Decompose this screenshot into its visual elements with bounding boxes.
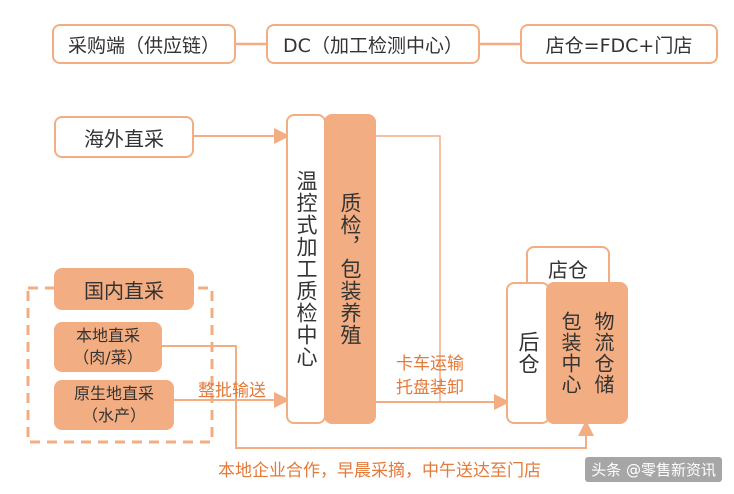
overseas-box: 海外直采 bbox=[54, 116, 194, 158]
procurement-box: 采购端（供应链） bbox=[52, 24, 236, 64]
domestic-box: 国内直采 bbox=[54, 268, 194, 310]
local-box: 本地直采 （肉/菜） bbox=[54, 322, 162, 372]
processing-center-box: 温控式加工质检中心 bbox=[286, 114, 326, 424]
back-warehouse-box: 后仓 bbox=[506, 282, 550, 424]
dc-box: DC（加工检测中心） bbox=[266, 24, 480, 64]
dc-top-path bbox=[376, 135, 441, 402]
packing-center-label: 包装中心 bbox=[558, 311, 582, 395]
local-cooperation-label: 本地企业合作，早晨采摘，中午送达至门店 bbox=[218, 461, 541, 481]
truck-transport-label: 卡车运输 托盘装卸 bbox=[396, 354, 464, 398]
logistics-label: 物流仓储 bbox=[591, 311, 615, 395]
origin-box: 原生地直采 （水产） bbox=[54, 380, 174, 430]
store-warehouse-box: 店仓=FDC+门店 bbox=[520, 24, 718, 64]
bulk-transport-label: 整批输送 bbox=[198, 381, 266, 401]
inspection-box: 质检，包装养殖 bbox=[324, 114, 376, 424]
watermark: 头条 @零售新资讯 bbox=[585, 457, 722, 482]
store-center-box: 包装中心 物流仓储 bbox=[546, 282, 628, 424]
